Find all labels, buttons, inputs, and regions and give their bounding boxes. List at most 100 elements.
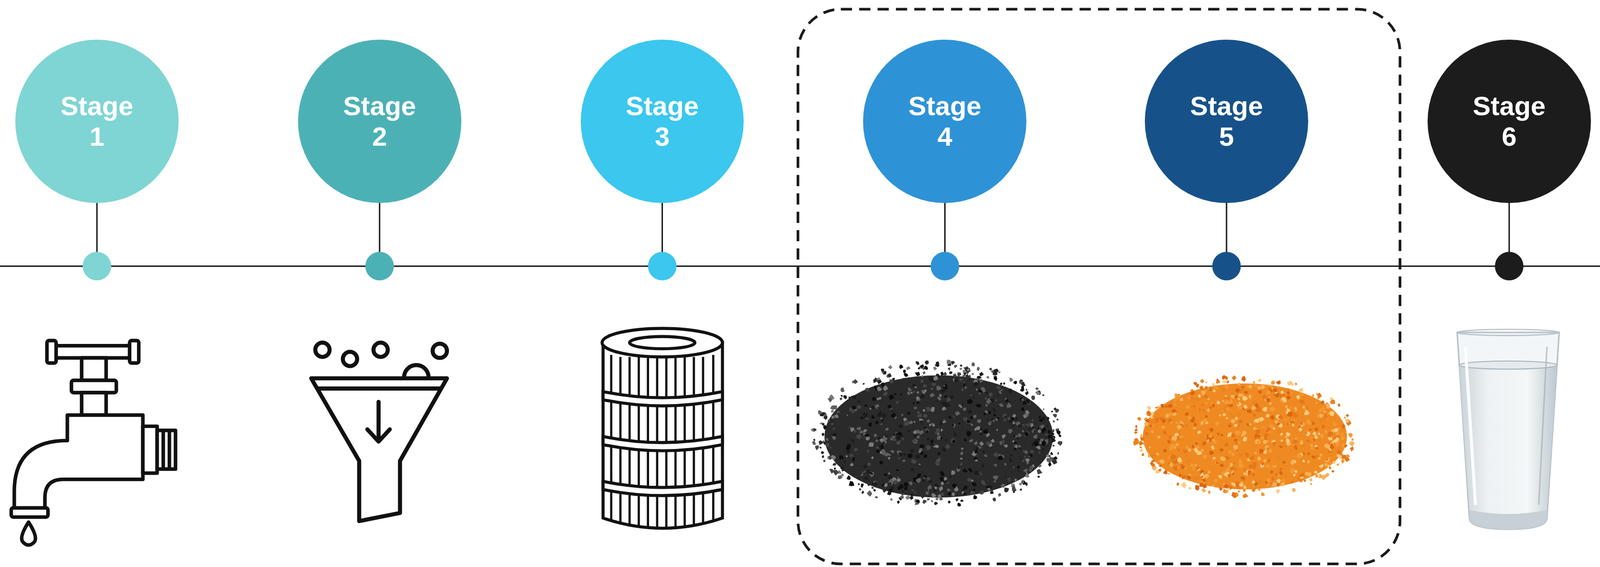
granule xyxy=(848,426,852,429)
granule xyxy=(919,420,924,424)
granule xyxy=(907,453,913,459)
granule xyxy=(1162,418,1166,424)
granule xyxy=(881,439,887,445)
granule xyxy=(873,481,878,487)
granule xyxy=(1137,416,1142,421)
cartridge-icon xyxy=(602,328,723,528)
granule xyxy=(856,462,864,468)
granule xyxy=(1028,434,1031,438)
granule xyxy=(1019,457,1021,459)
granule xyxy=(1270,380,1276,385)
granule xyxy=(1035,448,1039,450)
granule xyxy=(967,385,971,389)
granule xyxy=(979,490,984,495)
granule xyxy=(949,475,952,479)
granule xyxy=(1173,403,1177,406)
granule xyxy=(1309,478,1313,482)
granule xyxy=(986,450,990,454)
granule xyxy=(977,449,983,454)
granule xyxy=(947,488,951,492)
granule xyxy=(851,466,854,469)
granule xyxy=(1158,468,1162,472)
granule xyxy=(830,420,834,424)
granule xyxy=(1047,429,1051,434)
granule xyxy=(1271,484,1275,487)
granule xyxy=(919,450,924,455)
granule xyxy=(906,429,910,433)
granule xyxy=(1238,482,1244,488)
granule xyxy=(928,375,933,381)
granule xyxy=(1257,456,1261,461)
granule xyxy=(958,377,963,382)
granule xyxy=(887,404,892,408)
granule xyxy=(1235,416,1238,420)
granule xyxy=(854,456,861,463)
granule xyxy=(841,469,845,472)
granule xyxy=(1235,430,1242,435)
granule xyxy=(932,366,938,371)
granule xyxy=(829,469,834,474)
granule xyxy=(925,491,929,495)
granule xyxy=(1329,399,1335,405)
granule xyxy=(1294,437,1299,440)
granule xyxy=(845,454,848,458)
granule xyxy=(912,390,916,393)
granule xyxy=(1237,424,1240,428)
granule xyxy=(1215,421,1220,427)
granule xyxy=(1202,454,1207,459)
granule xyxy=(1043,451,1048,456)
granule xyxy=(815,445,820,451)
granule xyxy=(970,423,974,427)
granule xyxy=(1269,424,1274,428)
granule xyxy=(1207,470,1211,474)
granule xyxy=(1205,415,1208,418)
granule xyxy=(1046,416,1050,421)
granule xyxy=(1033,433,1038,439)
granule xyxy=(1272,481,1278,487)
granule xyxy=(1265,463,1271,469)
granule xyxy=(972,396,975,399)
granule xyxy=(881,448,886,454)
granule xyxy=(1007,459,1011,463)
granule xyxy=(992,497,997,502)
stage-circle: Stage 6 xyxy=(1427,39,1591,203)
granule xyxy=(1014,478,1017,482)
granule xyxy=(1235,387,1240,394)
granule xyxy=(937,396,942,401)
granule xyxy=(1258,434,1261,438)
granule xyxy=(998,371,1002,374)
granule xyxy=(1345,413,1349,417)
granule xyxy=(944,458,950,463)
granule xyxy=(869,471,874,475)
granule xyxy=(1205,385,1208,389)
granule xyxy=(1216,400,1221,405)
granule xyxy=(911,486,915,491)
granule xyxy=(1319,413,1324,418)
granule xyxy=(1254,451,1258,455)
granule xyxy=(1185,445,1190,449)
granule xyxy=(877,379,882,384)
stage-circle: Stage 2 xyxy=(298,39,462,203)
granule xyxy=(1301,444,1307,448)
granule xyxy=(880,368,885,373)
granule xyxy=(889,379,895,384)
granule xyxy=(1012,485,1016,489)
granule xyxy=(849,463,854,467)
granule xyxy=(964,373,970,379)
granule xyxy=(1238,459,1243,464)
granule xyxy=(1244,391,1248,395)
granule xyxy=(971,373,974,375)
granule xyxy=(1010,416,1014,421)
granule xyxy=(923,476,926,480)
granule xyxy=(1013,443,1016,447)
granule xyxy=(1007,388,1013,395)
granule xyxy=(821,432,825,437)
granule xyxy=(1013,447,1017,451)
granule xyxy=(1163,469,1168,475)
granule xyxy=(1190,462,1195,467)
granule xyxy=(868,422,872,427)
granule xyxy=(1238,393,1244,397)
group-bracket xyxy=(798,9,1401,564)
granule xyxy=(1315,402,1318,405)
granule xyxy=(1334,437,1340,441)
